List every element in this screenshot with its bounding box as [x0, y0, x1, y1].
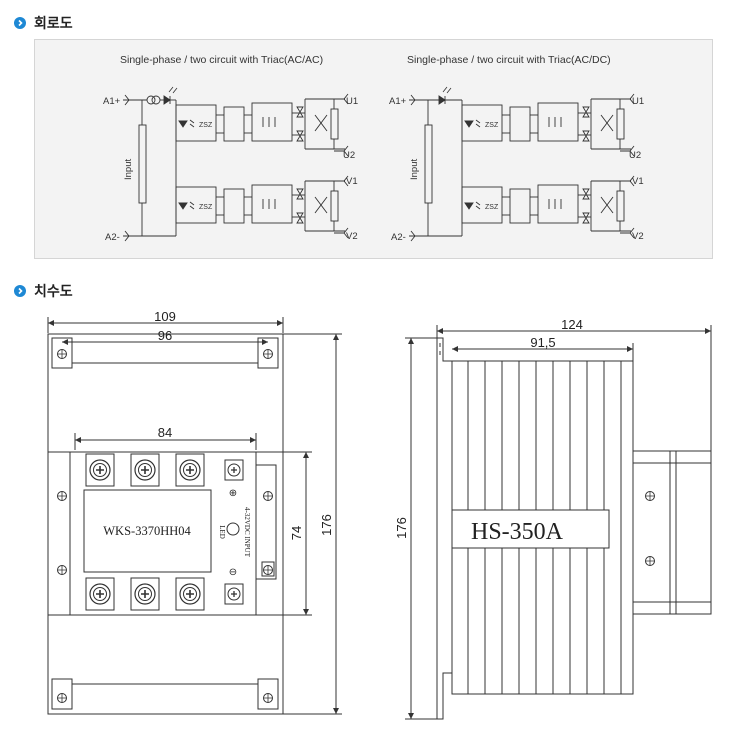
front-dim-width-body: 84: [158, 425, 172, 440]
side-dim-width-total: 124: [561, 317, 583, 332]
front-dim-height-total: 176: [319, 514, 334, 536]
side-view: [405, 325, 712, 720]
right-a1-label: A1+: [389, 96, 407, 107]
chevron-right-icon: [14, 285, 26, 297]
circuit-diagrams: Single-phase / two circuit with Triac(AC…: [103, 54, 644, 243]
right-v1-label: V1: [632, 176, 644, 187]
front-input-range: 4-32VDC INPUT: [243, 507, 251, 558]
front-view: [47, 317, 342, 715]
circuit-section-header: 회로도: [14, 13, 73, 33]
chevron-right-icon: [14, 17, 26, 29]
front-plus-symbol: ⊕: [229, 488, 237, 499]
left-zsz-top: ZSZ: [199, 122, 213, 129]
circuit-section-title: 회로도: [34, 16, 73, 32]
side-dim-width-fins: 91,5: [530, 335, 555, 350]
front-dim-height-body: 74: [289, 526, 304, 540]
left-u1-label: U1: [346, 96, 358, 107]
front-model-label: WKS-3370HH04: [103, 524, 191, 538]
left-v2-label: V2: [346, 231, 358, 242]
right-zsz-bottom: ZSZ: [485, 204, 499, 211]
left-zsz-bottom: ZSZ: [199, 204, 213, 211]
dimension-section-header: 치수도: [14, 281, 73, 301]
side-model-label: HS-350A: [471, 519, 564, 545]
left-u2-label: U2: [343, 150, 355, 161]
right-circuit: A1+ A2- Input ZSZ ZSZ U1 U2 V1 V2: [389, 86, 644, 243]
left-circuit-title: Single-phase / two circuit with Triac(AC…: [120, 54, 323, 66]
front-dim-width-holes: 96: [158, 328, 172, 343]
right-zsz-top: ZSZ: [485, 122, 499, 129]
front-dim-width-total: 109: [154, 309, 176, 324]
left-a1-label: A1+: [103, 96, 121, 107]
circuit-diagram-panel: Single-phase / two circuit with Triac(AC…: [34, 39, 713, 259]
left-input-label: Input: [123, 159, 134, 180]
front-minus-symbol: ⊖: [229, 567, 237, 578]
right-a2-label: A2-: [391, 232, 406, 243]
left-circuit: A1+ A2- Input ZSZ ZSZ U1: [103, 86, 358, 243]
right-u1-label: U1: [632, 96, 644, 107]
front-led-label: LED: [218, 525, 226, 539]
right-u2-label: U2: [629, 150, 641, 161]
right-circuit-title: Single-phase / two circuit with Triac(AC…: [407, 54, 611, 66]
dimension-drawings: 109 96 84 74 176 WKS-3370HH04 LED 4-32VD…: [47, 309, 712, 720]
left-a2-label: A2-: [105, 232, 120, 243]
left-v1-label: V1: [346, 176, 358, 187]
right-v2-label: V2: [632, 231, 644, 242]
side-dim-height-total: 176: [394, 517, 409, 539]
dimension-section-title: 치수도: [34, 284, 73, 300]
right-input-label: Input: [409, 159, 420, 180]
